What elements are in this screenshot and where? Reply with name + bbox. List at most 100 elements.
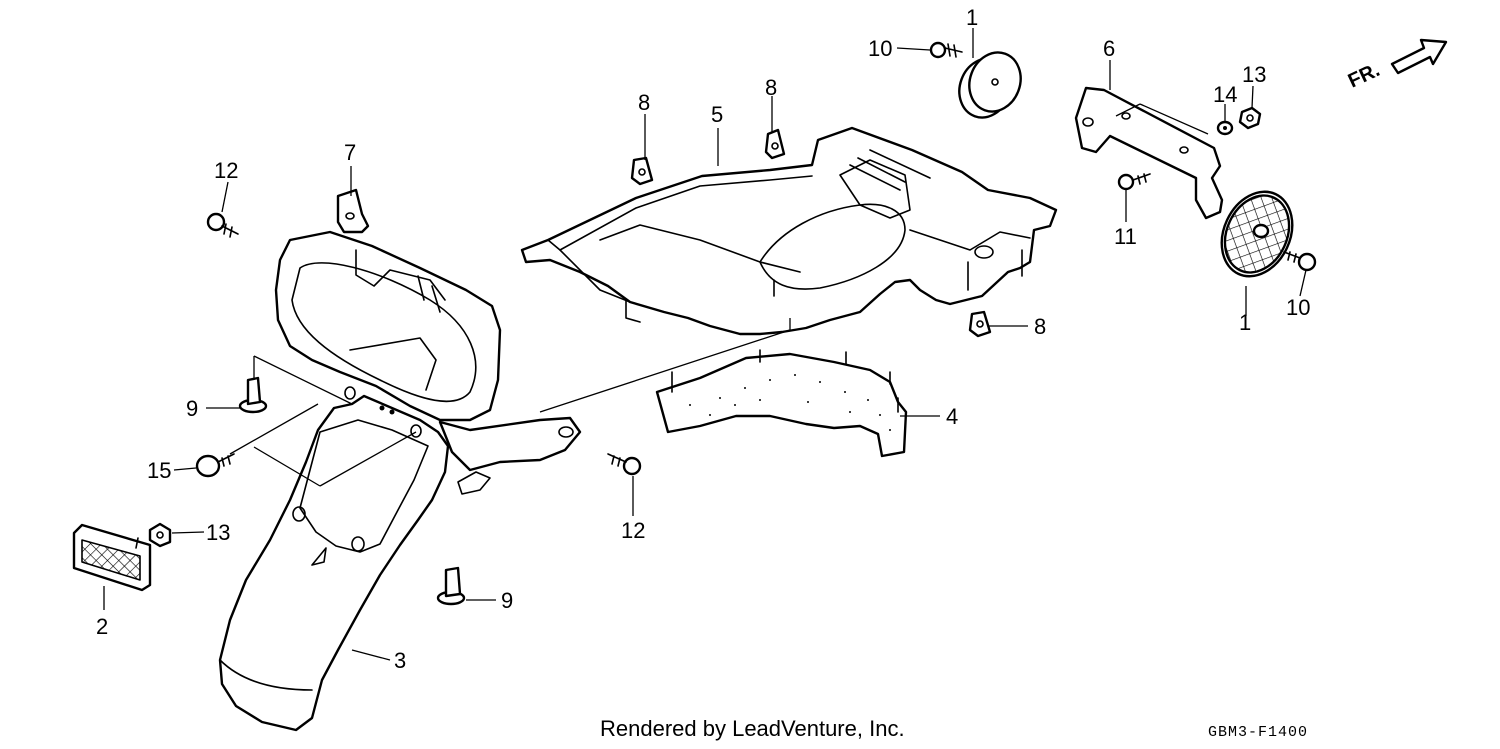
- rivet-9-left-pin: [246, 376, 262, 406]
- callout-12-bottom: 12: [621, 518, 645, 543]
- side-reflector-part-2: [72, 523, 152, 592]
- bolt-15-head: [195, 454, 221, 478]
- rear-fender-tip-line: [219, 659, 313, 691]
- under-cover-clips: [625, 279, 775, 323]
- clip-part-7: [336, 188, 370, 234]
- under-cover-edge: [547, 239, 631, 303]
- housing-hole-1: [344, 386, 356, 400]
- clip-nut-8-mid-shape: [764, 128, 786, 160]
- callout-8-right: 8: [1034, 314, 1046, 339]
- washer-14: [1216, 120, 1234, 136]
- align-bracket-to-nut: [1139, 103, 1209, 135]
- reflector-top-center: [991, 78, 999, 86]
- under-cover-floor-line: [599, 224, 801, 273]
- screw-12-bottom-head: [622, 456, 642, 476]
- diagram-code: GBM3-F1400: [1208, 724, 1309, 741]
- fender-side-slot: [457, 471, 491, 495]
- fender-side-arm: [438, 416, 582, 472]
- bolt-11-thread: [1132, 173, 1151, 185]
- callout-10-right: 10: [1286, 295, 1310, 320]
- nut-13-top: [1238, 106, 1262, 130]
- panel-hole-left: [292, 506, 306, 522]
- callout-10-top: 10: [868, 36, 892, 61]
- under-cover-rear-edge: [909, 229, 1031, 251]
- tail-light-housing: [274, 230, 502, 422]
- screw-12-top-head: [206, 212, 226, 232]
- align-arm-to-undercover: [539, 318, 791, 413]
- bracket-hole-1: [1082, 117, 1094, 127]
- under-cover-part-5: [520, 126, 1058, 336]
- panel-hole-right: [351, 536, 365, 552]
- side-reflector-lens: [81, 539, 141, 581]
- callout-8-left: 8: [638, 90, 650, 115]
- rear-fender-outline: [218, 394, 450, 732]
- housing-hole-2: [410, 424, 422, 438]
- under-cover-tub: [759, 203, 906, 290]
- nut-13-left-hole: [156, 531, 164, 539]
- washer-14-hole: [1223, 126, 1227, 130]
- reflector-top-face: [968, 51, 1022, 113]
- clip-nut-8-left-hole: [638, 168, 646, 176]
- callout-numbers: 1 1 2 3 4 5 6 7 8 8 8 9 9 10 10 11 12 12…: [96, 5, 1310, 673]
- bolt-11: [1117, 173, 1151, 191]
- callout-13-left: 13: [206, 520, 230, 545]
- reflector-bracket-part-6: [1074, 86, 1224, 220]
- nut-13-left: [148, 522, 172, 548]
- bracket-hole-3: [1179, 146, 1189, 154]
- reflector-bracket-outline: [1074, 86, 1224, 220]
- screw-10-right: [1283, 251, 1317, 272]
- nut-13-top-hole: [1246, 114, 1254, 122]
- bolt-15: [195, 453, 235, 478]
- clip-7-shape: [336, 188, 370, 234]
- under-cover-bracket: [839, 159, 911, 219]
- align-rivet-to-housing: [253, 355, 353, 405]
- callout-leaders: [103, 28, 1307, 661]
- foam-seal-part-4: [655, 349, 908, 458]
- rivet-9-left: [238, 376, 268, 414]
- fender-arm-hole: [558, 426, 574, 438]
- align-bolt15-cross: [253, 446, 321, 487]
- nut-13-left-shape: [148, 522, 172, 548]
- screw-10-top: [929, 41, 963, 59]
- foam-texture: [689, 374, 891, 431]
- housing-ribs: [417, 275, 441, 313]
- under-cover-tabs: [967, 249, 1023, 291]
- rivet-9-bottom-pin: [444, 566, 462, 598]
- clip-nut-8-right-hole: [976, 320, 984, 328]
- fr-arrow-shape: [1390, 38, 1448, 75]
- callout-5: 5: [711, 102, 723, 127]
- license-plate-panel: [299, 419, 429, 553]
- bolt-15-thread: [217, 453, 235, 467]
- bolt-11-head: [1117, 173, 1135, 191]
- callout-7: 7: [344, 140, 356, 165]
- screw-10-top-thread: [944, 43, 963, 58]
- clip-7-hole: [345, 212, 355, 220]
- tail-light-inner-step: [349, 337, 437, 391]
- callout-15: 15: [147, 458, 171, 483]
- render-credit: Rendered by LeadVenture, Inc.: [600, 716, 905, 741]
- callout-9-bottom: 9: [501, 588, 513, 613]
- callout-6: 6: [1103, 36, 1115, 61]
- callout-11: 11: [1114, 224, 1137, 249]
- clip-nut-8-mid: [764, 128, 786, 160]
- housing-hole-4: [389, 409, 395, 415]
- reflector-right-center: [1252, 223, 1270, 239]
- front-direction-arrow-icon: FR.: [1345, 38, 1448, 93]
- callout-2: 2: [96, 614, 108, 639]
- align-bolt15-to-panel: [229, 403, 417, 487]
- clip-nut-8-left-shape: [630, 156, 654, 186]
- tail-light-opening: [291, 262, 477, 403]
- reflector-right-part-1: [1220, 190, 1294, 278]
- fender-slot: [311, 547, 327, 566]
- foam-seal-pins: [671, 349, 899, 413]
- callout-1-bottom: 1: [1239, 310, 1251, 335]
- clip-nut-8-right-shape: [968, 310, 992, 338]
- callout-14: 14: [1213, 82, 1237, 107]
- under-cover-hole: [974, 245, 994, 259]
- screw-10-top-head: [929, 41, 947, 59]
- under-cover-rim: [559, 175, 813, 251]
- clip-nut-8-left: [630, 156, 654, 186]
- align-bracket-short: [1115, 103, 1141, 117]
- callout-3: 3: [394, 648, 406, 673]
